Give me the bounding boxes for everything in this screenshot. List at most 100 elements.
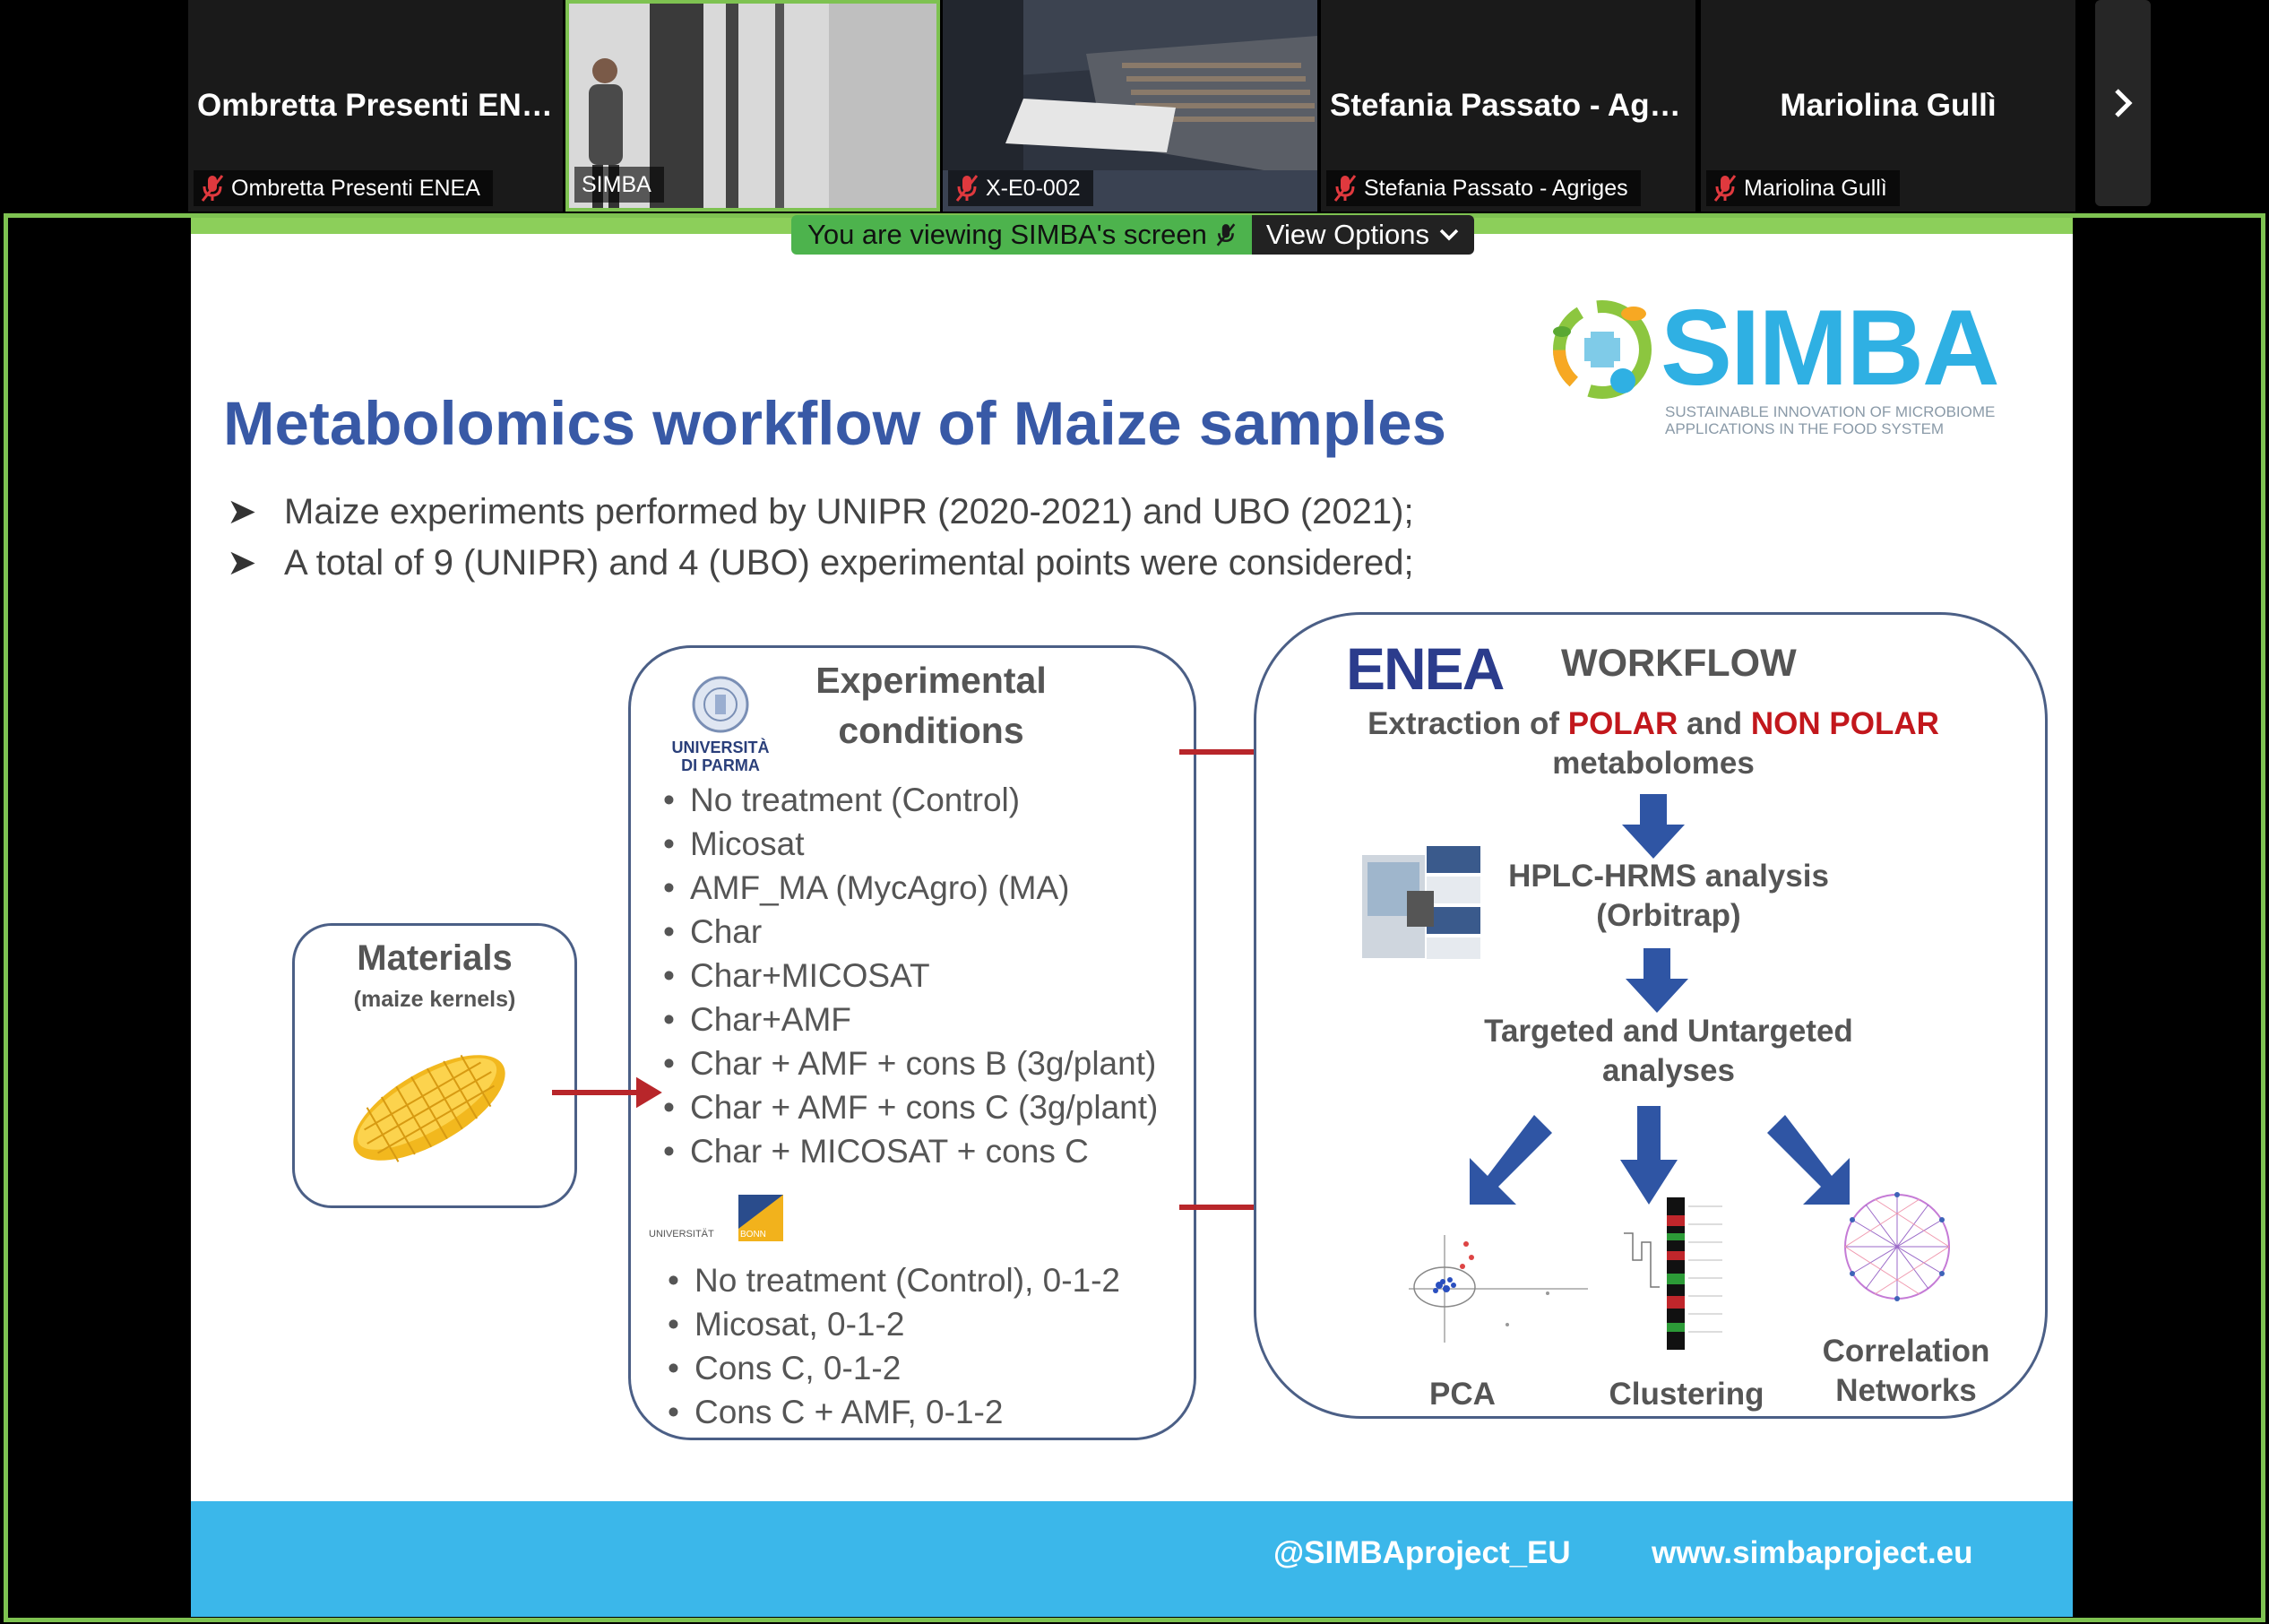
bullet-text: Maize experiments performed by UNIPR (20…: [284, 492, 1414, 531]
list-item: Char+MICOSAT: [631, 954, 1158, 998]
participant-tile[interactable]: Mariolina Gullì Mariolina Gullì: [1701, 0, 2075, 212]
list-item: Char + AMF + cons C (3g/plant): [631, 1085, 1158, 1129]
participant-tile-video[interactable]: SIMBA: [565, 0, 940, 212]
participant-tile[interactable]: Stefania Passato - Agri... Stefania Pass…: [1321, 0, 1695, 212]
list-item-text: No treatment (Control): [690, 782, 1021, 818]
list-item: Micosat, 0-1-2: [635, 1302, 1120, 1346]
arrow-down-icon: [1626, 948, 1688, 1013]
list-item: Char: [631, 910, 1158, 954]
arrow-down-icon: [1620, 1106, 1678, 1205]
conditions-box: UNIVERSITÀ DI PARMA Experimental conditi…: [628, 645, 1196, 1440]
simba-logo: SIMBA SUSTAINABLE INNOVATION OF MICROBIO…: [1544, 289, 2028, 442]
list-item: AMF_MA (MycAgro) (MA): [631, 866, 1158, 910]
slide-title: Metabolomics workflow of Maize samples: [223, 389, 1446, 458]
list-item: Char + AMF + cons B (3g/plant): [631, 1041, 1158, 1085]
nonpolar-label: NON POLAR: [1750, 706, 1939, 741]
logo-tagline-line: APPLICATIONS IN THE FOOD SYSTEM: [1665, 420, 1945, 437]
list-item-text: Micosat, 0-1-2: [695, 1306, 905, 1343]
next-page-button[interactable]: [2095, 0, 2151, 206]
clustering-heatmap-image: [1624, 1197, 1722, 1350]
participant-name: Stefania Passato - Agri...: [1330, 88, 1695, 123]
ubo-conditions-list: No treatment (Control), 0-1-2 Micosat, 0…: [635, 1258, 1120, 1434]
arrow-down-right-icon: [1767, 1115, 1850, 1205]
list-item: Cons C + AMF, 0-1-2: [635, 1390, 1120, 1434]
slide-bullets: ➤Maize experiments performed by UNIPR (2…: [227, 487, 1414, 589]
bonn-logo-text: UNIVERSITÄT: [649, 1229, 714, 1240]
list-item: Char + MICOSAT + cons C: [631, 1129, 1158, 1173]
chevron-down-icon: [1439, 229, 1459, 241]
conditions-heading-line: Experimental: [815, 660, 1047, 701]
list-item-text: No treatment (Control), 0-1-2: [695, 1262, 1121, 1299]
chevron-right-icon: [2115, 89, 2133, 117]
logo-wordmark: SIMBA: [1661, 288, 2000, 408]
screen-share-banner: You are viewing SIMBA's screen View Opti…: [791, 215, 1474, 255]
unipr-logo-text: DI PARMA: [681, 756, 760, 774]
hplc-line: HPLC-HRMS analysis: [1508, 859, 1829, 894]
materials-subheading: (maize kernels): [353, 987, 516, 1012]
list-item-text: Cons C, 0-1-2: [695, 1350, 902, 1386]
participant-tag: Stefania Passato - Agriges: [1326, 170, 1641, 206]
conditions-heading: Experimental conditions: [783, 655, 1079, 756]
hplc-step: HPLC-HRMS analysis (Orbitrap): [1480, 857, 1857, 936]
participant-name: Mariolina Gullì: [1780, 88, 1997, 123]
list-item: Cons C, 0-1-2: [635, 1346, 1120, 1390]
bullet-item: ➤A total of 9 (UNIPR) and 4 (UBO) experi…: [227, 538, 1414, 589]
bullet-item: ➤Maize experiments performed by UNIPR (2…: [227, 487, 1414, 538]
hplc-instrument-image: [1362, 846, 1480, 959]
and-text: and: [1678, 706, 1751, 741]
extraction-line-2: metabolomes: [1552, 746, 1755, 781]
enea-logo: ENEA: [1346, 635, 1505, 702]
clustering-label: Clustering: [1609, 1377, 1764, 1412]
materials-box: Materials (maize kernels): [292, 923, 577, 1208]
unipr-seal-icon: [692, 676, 749, 733]
slide-footer: @SIMBAproject_EU www.simbaproject.eu: [191, 1501, 2073, 1617]
list-item-text: Cons C + AMF, 0-1-2: [695, 1394, 1004, 1430]
workflow-heading: WORKFLOW: [1561, 642, 1797, 685]
logo-tagline-line: SUSTAINABLE INNOVATION OF MICROBIOME: [1665, 403, 1996, 420]
participant-tag-label: Mariolina Gullì: [1744, 175, 1887, 201]
list-item-text: Char + AMF + cons C (3g/plant): [690, 1089, 1159, 1126]
list-item-text: Char + MICOSAT + cons C: [690, 1133, 1089, 1170]
view-options-button[interactable]: View Options: [1251, 215, 1474, 255]
participant-tag: X-E0-002: [948, 170, 1093, 206]
participant-tile-video[interactable]: X-E0-002: [943, 0, 1317, 212]
viewing-message-text: You are viewing SIMBA's screen: [807, 219, 1207, 250]
muted-mic-icon: [1216, 222, 1236, 247]
materials-heading: Materials: [357, 938, 513, 978]
bonn-logo-mark: [738, 1195, 783, 1241]
arrow-down-left-icon: [1470, 1115, 1552, 1205]
list-item-text: Char+MICOSAT: [690, 957, 930, 994]
participant-tag-label: Stefania Passato - Agriges: [1364, 175, 1628, 201]
list-item-text: Char+AMF: [690, 1001, 851, 1038]
unipr-logo: UNIVERSITÀ DI PARMA: [667, 675, 774, 774]
bullet-text: A total of 9 (UNIPR) and 4 (UBO) experim…: [284, 543, 1414, 583]
view-options-label: View Options: [1265, 219, 1429, 250]
bonn-logo: UNIVERSITÄT BONN: [649, 1195, 783, 1245]
muted-mic-icon: [1333, 174, 1357, 203]
participant-tag-label: Ombretta Presenti ENEA: [231, 175, 480, 201]
participant-tag: Mariolina Gullì: [1706, 170, 1900, 206]
viewing-message: You are viewing SIMBA's screen: [791, 215, 1252, 255]
participant-name: Ombretta Presenti ENEA: [197, 88, 563, 123]
muted-mic-icon: [201, 174, 224, 203]
analysis-arrows: [1470, 1106, 1850, 1205]
participant-tag: Ombretta Presenti ENEA: [194, 170, 493, 206]
extraction-text: Extraction of: [1367, 706, 1568, 741]
presentation-slide: SIMBA SUSTAINABLE INNOVATION OF MICROBIO…: [191, 218, 2073, 1617]
pca-label: PCA: [1429, 1377, 1496, 1412]
bonn-logo-text: BONN: [740, 1230, 766, 1240]
participant-tag-label: SIMBA: [582, 171, 651, 197]
analyses-line: Targeted and Untargeted: [1484, 1014, 1853, 1049]
polar-label: POLAR: [1567, 706, 1678, 741]
hplc-line: (Orbitrap): [1596, 898, 1741, 933]
extraction-line: Extraction of POLAR and NON POLAR: [1256, 704, 2050, 744]
participant-tag-label: X-E0-002: [986, 175, 1081, 201]
logo-tagline: SUSTAINABLE INNOVATION OF MICROBIOME APP…: [1665, 403, 1995, 437]
list-item: No treatment (Control), 0-1-2: [635, 1258, 1120, 1302]
conditions-heading-line: conditions: [838, 710, 1024, 751]
participant-tile[interactable]: Ombretta Presenti ENEA Ombretta Presenti…: [188, 0, 563, 212]
correlation-networks-label: Correlation Networks: [1794, 1332, 2018, 1411]
workflow-box: ENEA WORKFLOW Extraction of POLAR and NO…: [1254, 612, 2048, 1419]
list-item-text: Char: [690, 913, 763, 950]
simba-emblem-icon: [1553, 300, 1652, 399]
